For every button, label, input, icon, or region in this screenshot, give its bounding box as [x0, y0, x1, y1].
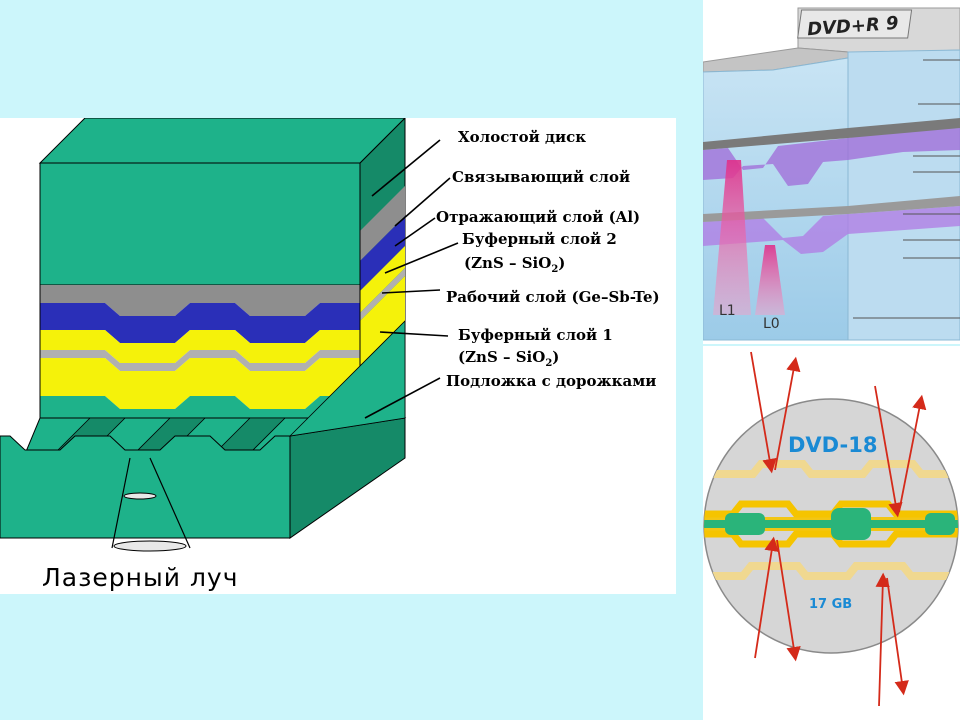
laser-arrow-out	[898, 394, 927, 513]
label-buffer-1-formula: (ZnS – SiO2)	[458, 348, 559, 369]
laser-beam-right-edge	[149, 457, 191, 549]
upper-recording-layer	[703, 128, 960, 186]
label-buffer-layer-1: Буферный слой 1	[458, 326, 613, 344]
label-bonding-layer: Связывающий слой	[452, 168, 630, 186]
upper-reflective-layer	[703, 118, 960, 150]
front-dummy-disc	[39, 162, 361, 286]
label-buffer-2-formula: (ZnS – SiO2)	[464, 254, 565, 275]
label-reflective-layer: Отражающий слой (Al)	[436, 208, 640, 226]
side-thin-gray-layer	[360, 268, 405, 321]
dvd-r9-body-side	[847, 49, 960, 341]
beam-label-l0: L0	[763, 316, 780, 332]
lower-reflective-layer	[703, 196, 960, 222]
side-yellow-layer-2	[360, 246, 405, 313]
side-gray-layer	[360, 186, 405, 261]
dvd-18-title: DVD-18	[788, 433, 877, 457]
laser-beam-l0	[755, 245, 785, 315]
laser-arrow-in	[874, 385, 903, 518]
front-reflective-layer	[40, 303, 360, 343]
middle-track-bottom	[704, 530, 958, 548]
front-substrate-top	[40, 396, 360, 418]
laser-beam-l1	[713, 160, 751, 315]
dvd-18-capacity: 17 GB	[809, 597, 852, 612]
laser-arrow-out	[776, 539, 801, 662]
dvd-18-diagram: DVD-18 17 GB	[703, 346, 960, 720]
laser-arrow-in	[754, 536, 779, 659]
laser-arrow-in	[875, 572, 890, 707]
label-substrate: Подложка с дорожками	[446, 372, 656, 390]
dvd-r9-title-plate	[797, 9, 913, 39]
laser-arrow-out	[774, 356, 801, 471]
laser-beam-section	[123, 492, 157, 500]
upper-track	[704, 460, 958, 478]
laser-arrow-out	[886, 577, 909, 696]
front-bonding-layer	[40, 285, 360, 316]
beam-label-l1: L1	[719, 303, 736, 319]
lower-track	[704, 562, 958, 580]
label-laser-beam: Лазерный луч	[42, 563, 239, 592]
lower-recording-layer	[703, 206, 960, 254]
substrate-side-face	[289, 417, 406, 539]
front-buffer-layer-1	[40, 358, 360, 409]
front-buffer-layer-2	[40, 330, 360, 363]
substrate-front-face	[0, 435, 291, 539]
laser-arrow-in	[750, 351, 777, 474]
label-recording-layer: Рабочий слой (Ge–Sb-Te)	[446, 288, 660, 306]
block-top-face	[38, 118, 406, 164]
laser-beam-lens-section	[113, 540, 187, 552]
laser-beam-left-edge	[111, 457, 131, 549]
label-buffer-layer-2: Буферный слой 2	[462, 230, 617, 248]
side-blue-layer	[360, 216, 405, 291]
front-recording-layer	[40, 350, 360, 371]
side-yellow-layer-1	[360, 276, 405, 369]
layer-structure-diagram: Холостой диск Связывающий слой Отражающи…	[0, 118, 676, 594]
dvd-r9-diagram: DVD+R 9 L1 L0	[703, 0, 960, 344]
label-dummy-disc: Холостой диск	[458, 128, 586, 146]
